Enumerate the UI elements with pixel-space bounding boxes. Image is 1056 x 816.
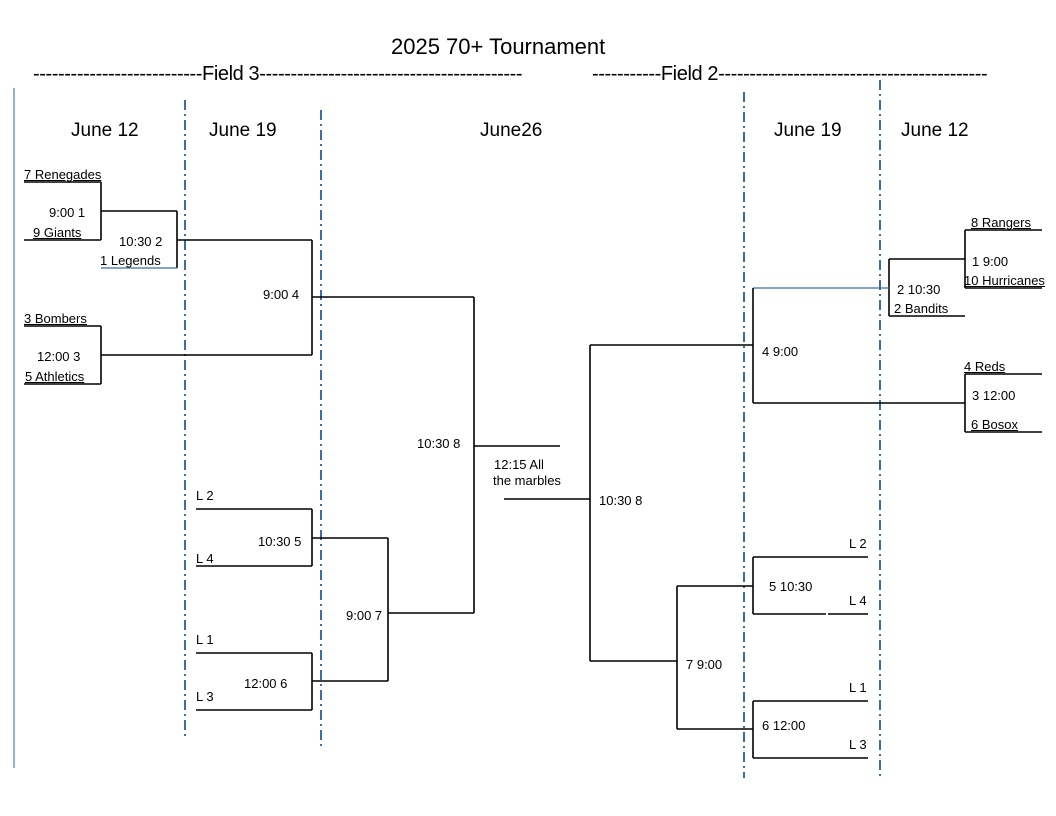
game-label: 6 12:00 — [762, 718, 806, 733]
game-label: 3 12:00 — [972, 388, 1016, 403]
field3-bracket-lines — [24, 181, 560, 711]
game-label: 4 9:00 — [762, 344, 799, 359]
team-hurricanes: 10 Hurricanes — [964, 273, 1045, 288]
team-bandits: 2 Bandits — [894, 301, 949, 316]
team-bosox: 6 Bosox — [971, 417, 1018, 432]
loser-label: L 4 — [196, 551, 214, 566]
team-rangers: 8 Rangers — [971, 215, 1031, 230]
team-bombers: 3 Bombers — [24, 311, 87, 326]
day-header-june12-right: June 12 — [901, 120, 969, 141]
team-legends: 1 Legends — [100, 253, 161, 268]
loser-label: L 1 — [196, 632, 214, 647]
loser-label: L 4 — [849, 593, 867, 608]
loser-label: L 1 — [849, 680, 867, 695]
loser-label: L 3 — [849, 737, 867, 752]
field3-header: ---------------------------Field 3------… — [33, 63, 523, 85]
game-label: 10:30 8 — [599, 493, 643, 508]
field2-bracket-lines — [504, 229, 1042, 759]
final-game-label-line2: the marbles — [493, 473, 561, 488]
game-label: 12:00 6 — [244, 676, 288, 691]
loser-label: L 3 — [196, 689, 214, 704]
game-label: 5 10:30 — [769, 579, 813, 594]
column-separators — [13, 80, 881, 778]
day-header-june26: June26 — [480, 120, 543, 141]
tournament-title: 2025 70+ Tournament — [391, 34, 606, 59]
game-label: 10:30 2 — [119, 234, 163, 249]
day-header-june19-left: June 19 — [209, 120, 277, 141]
game-label: 12:00 3 — [37, 349, 81, 364]
game-label: 9:00 4 — [263, 287, 300, 302]
loser-label: L 2 — [849, 536, 867, 551]
day-header-june12-left: June 12 — [71, 120, 139, 141]
team-athletics: 5 Athletics — [25, 369, 85, 384]
team-reds: 4 Reds — [964, 359, 1006, 374]
game-label: 10:30 5 — [258, 534, 302, 549]
game-label: 2 10:30 — [897, 282, 941, 297]
team-giants: 9 Giants — [33, 225, 82, 240]
team-renegades: 7 Renegades — [24, 167, 102, 182]
final-game-label-line1: 12:15 All — [494, 457, 544, 472]
loser-label: L 2 — [196, 488, 214, 503]
field2-header: -----------Field 2----------------------… — [592, 63, 988, 85]
game-label: 7 9:00 — [686, 657, 723, 672]
game-label: 10:30 8 — [417, 436, 461, 451]
day-header-june19-right: June 19 — [774, 120, 842, 141]
game-label: 1 9:00 — [972, 254, 1009, 269]
game-label: 9:00 1 — [49, 205, 86, 220]
game-label: 9:00 7 — [346, 608, 383, 623]
